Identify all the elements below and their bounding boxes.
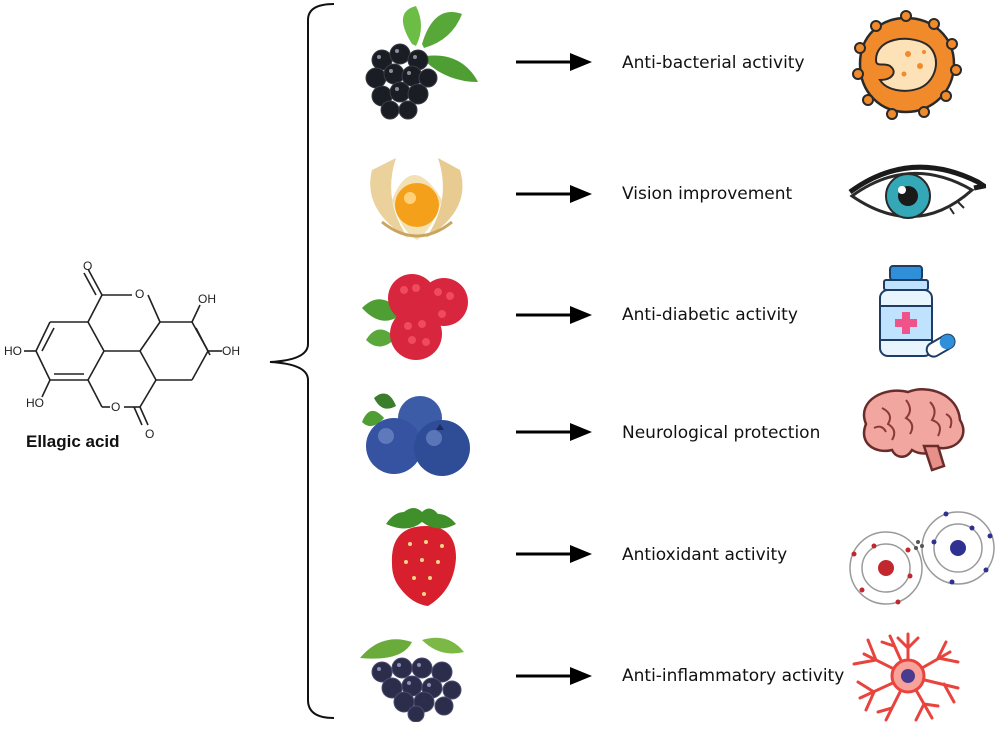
arrow-icon	[516, 306, 592, 324]
carbonyl-oxygen-label: O	[145, 427, 155, 441]
activity-label-neurological: Neurological protection	[622, 423, 821, 443]
eye-icon	[848, 164, 986, 219]
physalis-icon	[370, 158, 463, 240]
activity-label-antidiabetic: Anti-diabetic activity	[622, 305, 798, 325]
hydroxyl-label: OH	[222, 344, 240, 358]
ring-oxygen-label: O	[135, 287, 145, 301]
arrow-icon	[516, 423, 592, 441]
blackberry-icon	[365, 6, 478, 120]
activity-label-antiinflammatory: Anti-inflammatory activity	[622, 666, 845, 686]
compound-name: Ellagic acid	[26, 432, 120, 451]
activity-label-antibacterial: Anti-bacterial activity	[622, 53, 805, 73]
arrow-icon	[516, 545, 592, 563]
blueberry-icon	[362, 393, 470, 476]
raspberry-icon	[362, 274, 468, 360]
medicine-bottle-icon	[879, 265, 956, 358]
strawberry-icon	[386, 508, 456, 606]
arrow-icon	[516, 667, 592, 685]
grapes-icon	[360, 637, 464, 722]
carbonyl-oxygen-label: O	[83, 259, 93, 273]
ring-oxygen-label: O	[111, 400, 121, 414]
brain-icon	[862, 388, 965, 472]
arrow-icon	[516, 53, 592, 71]
arrow-icon	[516, 185, 592, 203]
neuron-cell-icon	[852, 632, 960, 722]
hydroxyl-label: OH	[198, 292, 216, 306]
hydroxyl-label: HO	[26, 396, 44, 410]
activity-label-vision: Vision improvement	[622, 184, 793, 204]
ellagic-acid-structure	[24, 268, 222, 426]
bacteria-icon	[852, 10, 962, 120]
hydroxyl-label: HO	[4, 344, 22, 358]
atoms-icon	[849, 511, 995, 605]
brace-bracket	[269, 3, 335, 719]
activity-label-antioxidant: Antioxidant activity	[622, 545, 788, 565]
